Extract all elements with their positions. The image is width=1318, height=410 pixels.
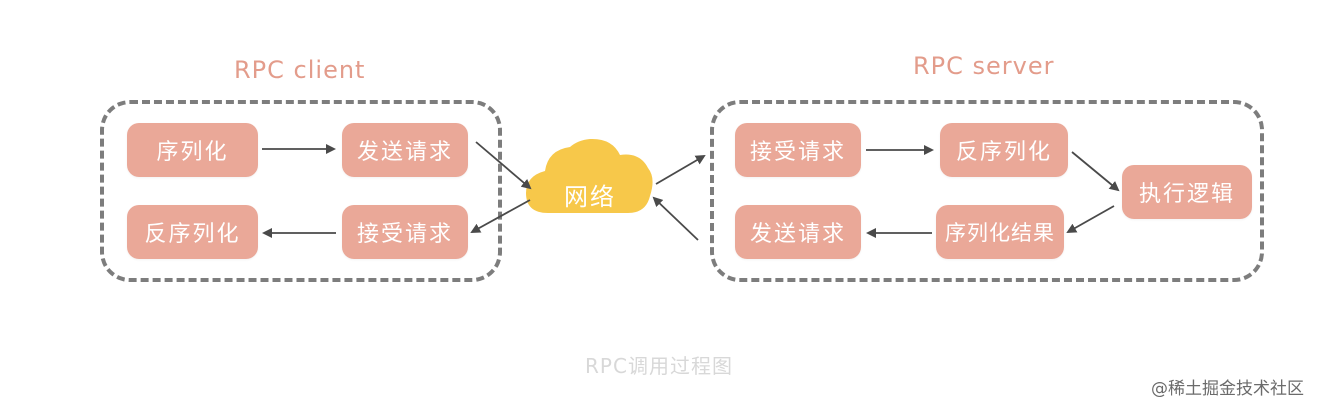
client-send-request-node: 发送请求 bbox=[342, 123, 468, 177]
client-receive-request-node: 接受请求 bbox=[342, 205, 468, 259]
client-title: RPC client bbox=[234, 56, 366, 84]
arrow-send-to-network bbox=[475, 141, 532, 190]
server-serialize-result-node: 序列化结果 bbox=[936, 205, 1064, 259]
arrow-execute-to-serialize-result bbox=[1066, 205, 1115, 233]
network-cloud-icon bbox=[526, 138, 653, 213]
server-group-box bbox=[710, 100, 1264, 282]
server-execute-logic-node: 执行逻辑 bbox=[1122, 165, 1252, 219]
watermark: @稀土掘金技术社区 bbox=[1151, 379, 1304, 399]
arrow-network-to-server-receive bbox=[655, 154, 706, 185]
server-deserialize-node: 反序列化 bbox=[940, 123, 1068, 177]
client-serialize-node: 序列化 bbox=[127, 123, 258, 177]
client-group-box bbox=[100, 100, 502, 282]
network-label: 网络 bbox=[564, 182, 616, 211]
client-deserialize-node: 反序列化 bbox=[127, 205, 258, 259]
server-receive-request-node: 接受请求 bbox=[735, 123, 861, 177]
server-send-request-node: 发送请求 bbox=[735, 205, 861, 259]
arrow-deserialize-to-execute bbox=[1071, 151, 1120, 192]
arrow-server-to-network bbox=[652, 196, 699, 241]
diagram-caption: RPC调用过程图 bbox=[585, 354, 733, 378]
arrow-network-to-receive bbox=[470, 199, 531, 233]
server-title: RPC server bbox=[913, 52, 1055, 80]
